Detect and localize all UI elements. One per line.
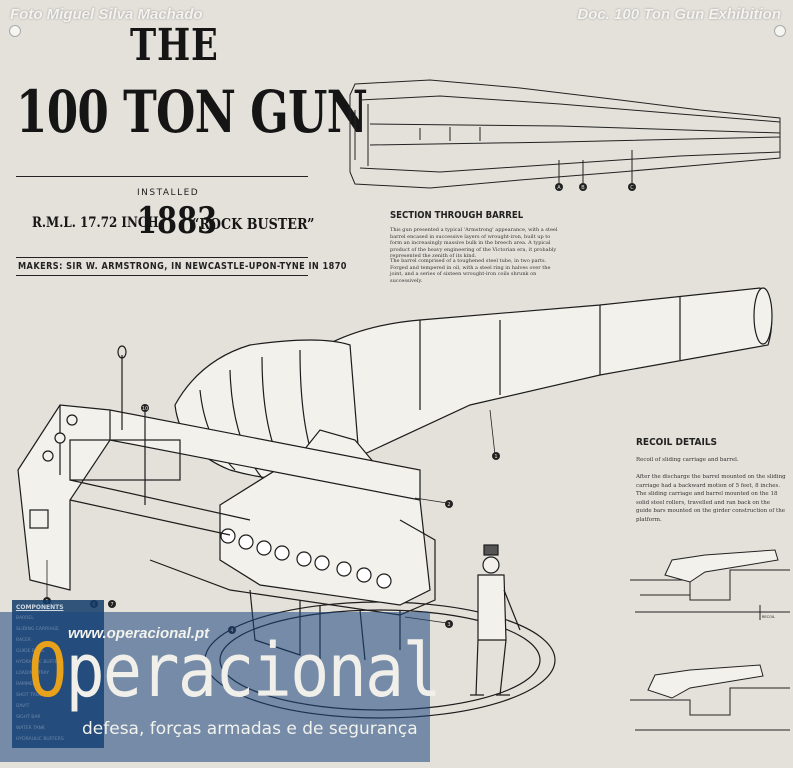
recoil-subheading: Recoil of sliding carriage and barrel. (636, 457, 739, 463)
installed-label: INSTALLED (137, 188, 200, 198)
document-credit: Doc. 100 Ton Gun Exhibition (577, 6, 781, 23)
calibre-label: R.M.L. 17.72 INCH (32, 215, 159, 231)
board-pin (774, 25, 786, 37)
svg-text:2: 2 (447, 502, 450, 508)
makers-rule-top (16, 257, 308, 258)
recoil-heading: RECOIL DETAILS (636, 437, 718, 448)
section-paragraph-2: The barrel comprised of a toughened stee… (390, 258, 551, 284)
watermark-url: www.operacional.pt (68, 625, 210, 642)
title-line-2: 100 TON GUN (16, 78, 368, 146)
recoil-drawing-after (630, 664, 790, 731)
makers-line: MAKERS: SIR W. ARMSTRONG, IN NEWCASTLE-U… (18, 261, 347, 272)
svg-text:7: 7 (110, 602, 113, 608)
svg-text:RECOIL: RECOIL (762, 615, 775, 619)
installed-year: 1883 (137, 200, 218, 242)
photo-credit: Foto Miguel Silva Machado (10, 6, 203, 23)
barrel-section-drawing (349, 79, 781, 189)
callout-c: C (630, 185, 634, 191)
title-line-1: THE (130, 20, 219, 71)
svg-text:3: 3 (447, 622, 450, 628)
watermark-brand-first: O (28, 628, 67, 714)
watermark-brand: Operacional (28, 628, 442, 714)
barrel-section-callouts: A B C (555, 183, 636, 191)
board-pin (9, 25, 21, 37)
section-heading: SECTION THROUGH BARREL (390, 210, 524, 221)
section-paragraph-1: This gun presented a typical 'Armstrong'… (390, 227, 558, 260)
makers-rule-bottom (16, 275, 308, 276)
svg-text:10: 10 (142, 406, 148, 412)
watermark-brand-rest: peracional (65, 628, 441, 714)
gun-nickname: “ROCK BUSTER” (192, 215, 315, 233)
callout-b: B (581, 185, 585, 191)
title-rule (16, 176, 308, 177)
gunner-figure (470, 544, 521, 696)
watermark-overlay (0, 612, 430, 762)
svg-text:1: 1 (494, 454, 497, 460)
recoil-drawing-before: RECOIL (630, 549, 790, 620)
callout-a: A (557, 185, 561, 191)
gun-drawing (17, 287, 773, 719)
recoil-paragraph: After the discharge the barrel mounted o… (636, 474, 786, 523)
watermark-tagline: defesa, forças armadas e de segurança (82, 719, 418, 739)
components-title: COMPONENTS (16, 604, 64, 611)
